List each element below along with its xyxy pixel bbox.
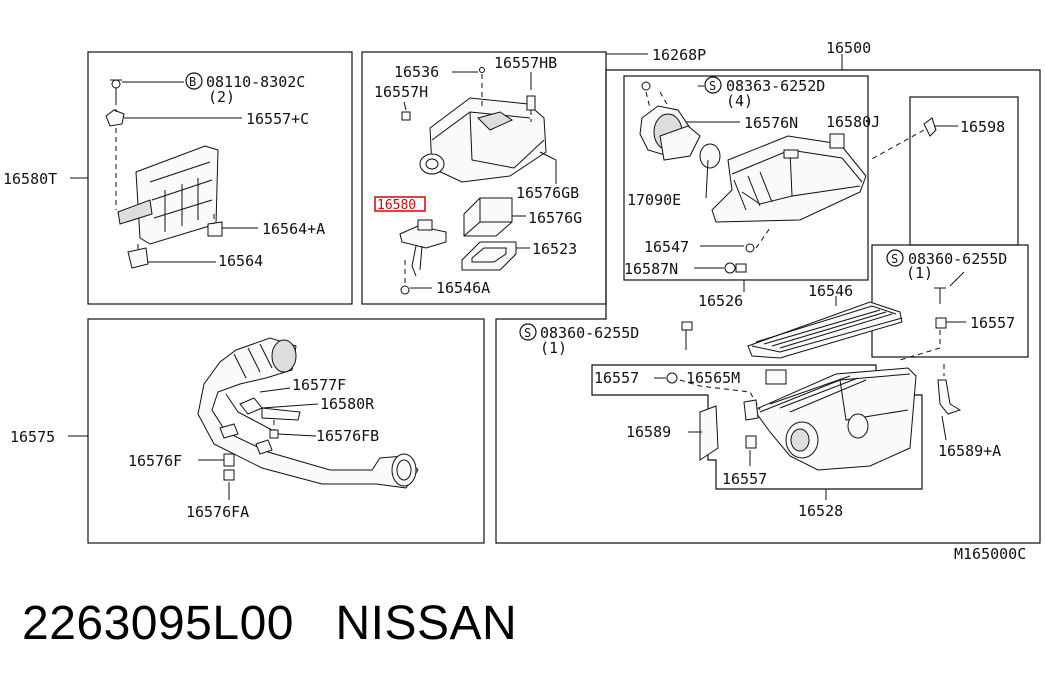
label-16547: 16547: [644, 238, 689, 256]
label-16500: 16500: [826, 39, 871, 57]
label-16580T: 16580T: [3, 170, 57, 188]
label-08360b: 08360-6255D: [540, 324, 639, 342]
part-number: 2263095L00: [22, 597, 294, 650]
label-16546: 16546: [808, 282, 853, 300]
group-box-16500: [495, 69, 1041, 544]
group-box-08360: [871, 244, 1029, 358]
label-08110-b: B: [189, 75, 196, 89]
label-16580-highlighted: 16580: [377, 198, 416, 213]
label-16580R: 16580R: [320, 395, 375, 413]
label-08360a: 08360-6255D: [908, 250, 1007, 268]
label-08110-qty: (2): [208, 88, 235, 106]
label-16557HB: 16557HB: [494, 54, 557, 72]
label-16528: 16528: [798, 502, 843, 520]
label-16575: 16575: [10, 428, 55, 446]
label-17090E: 17090E: [627, 191, 681, 209]
label-16576F: 16576F: [128, 452, 182, 470]
air-duct-drawing: [197, 337, 419, 489]
label-16598: 16598: [960, 118, 1005, 136]
label-16580J: 16580J: [826, 113, 880, 131]
label-16576G: 16576G: [528, 209, 582, 227]
label-08360a-qty: (1): [906, 264, 933, 282]
highlight-box-16580: [374, 196, 426, 212]
air-cleaner-case-drawing: [666, 364, 962, 471]
label-16546A: 16546A: [436, 279, 490, 297]
label-16589: 16589: [626, 423, 671, 441]
resonator-drawing: [399, 67, 547, 295]
label-08110: 08110-8302C: [206, 73, 305, 91]
label-16564: 16564: [218, 252, 263, 270]
label-16557H: 16557H: [374, 83, 428, 101]
label-08363-s: S: [709, 79, 716, 93]
label-16576GB: 16576GB: [516, 184, 579, 202]
label-16564A: 16564+A: [262, 220, 325, 238]
label-16557-bottom: 16557: [722, 470, 767, 488]
part-number-caption: 2263095L00 NISSAN: [22, 596, 517, 651]
label-16576FA: 16576FA: [186, 503, 249, 521]
air-cleaner-cover-drawing: [639, 81, 867, 274]
label-16526: 16526: [698, 292, 743, 310]
label-16523: 16523: [532, 240, 577, 258]
label-16576N: 16576N: [744, 114, 798, 132]
label-16536: 16536: [394, 63, 439, 81]
label-08360b-qty: (1): [540, 339, 567, 357]
label-08363: 08363-6252D: [726, 77, 825, 95]
brand-name: NISSAN: [335, 597, 518, 650]
label-16268P: 16268P: [652, 46, 706, 64]
diagram-ref-code: M165000C: [954, 545, 1026, 563]
label-08363-qty: (4): [726, 92, 753, 110]
label-16576FB: 16576FB: [316, 427, 379, 445]
label-16557C: 16557+C: [246, 110, 309, 128]
label-16557-right: 16557: [970, 314, 1015, 332]
label-08360a-s: S: [891, 252, 898, 266]
label-16557-left: 16557: [594, 369, 639, 387]
label-08360b-s: S: [524, 326, 531, 340]
bracket-16580T-drawing: [105, 79, 223, 269]
label-16589A: 16589+A: [938, 442, 1001, 460]
label-16587N: 16587N: [624, 260, 678, 278]
group-box-16526: [623, 75, 869, 281]
group-box-16575: [87, 318, 485, 544]
label-16577F: 16577F: [292, 376, 346, 394]
label-16565M: 16565M: [686, 369, 740, 387]
air-filter-drawing: [747, 301, 903, 359]
